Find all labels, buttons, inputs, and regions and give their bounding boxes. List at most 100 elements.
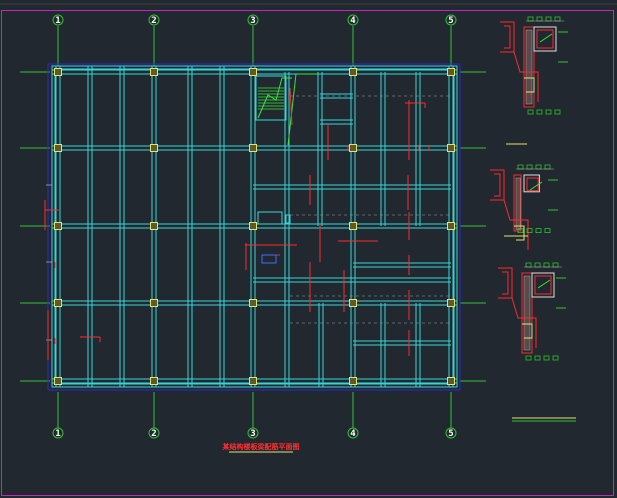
axis-bubble-icon: 5 bbox=[445, 14, 457, 26]
column-icon bbox=[54, 377, 62, 385]
detail-wall bbox=[521, 272, 533, 354]
column-icon bbox=[150, 68, 158, 76]
detail-beam-rebar bbox=[534, 275, 552, 295]
opening-box-small bbox=[285, 214, 291, 224]
column-icon bbox=[150, 144, 158, 152]
detail-dimension-tag bbox=[527, 109, 534, 115]
section-details bbox=[490, 16, 576, 422]
stair-break-line bbox=[257, 77, 292, 119]
detail-bent-bar bbox=[511, 297, 537, 348]
column-icon bbox=[249, 68, 257, 76]
axis-bubble-icon: 5 bbox=[445, 427, 457, 439]
section-detail-1 bbox=[500, 16, 568, 115]
stair-detail bbox=[255, 73, 318, 264]
column-icon bbox=[54, 68, 62, 76]
detail-beam-box bbox=[531, 272, 555, 298]
column-icon bbox=[150, 299, 158, 307]
section-detail-3 bbox=[498, 262, 566, 361]
opening-box bbox=[257, 211, 283, 225]
axis-bubble-circle bbox=[247, 427, 259, 439]
axis-bubble-circle bbox=[445, 427, 457, 439]
column-icon bbox=[54, 299, 62, 307]
detail-hook-left bbox=[500, 21, 515, 53]
column-icon bbox=[249, 222, 257, 230]
axis-bubble-label: 5 bbox=[448, 429, 453, 439]
columns bbox=[54, 68, 455, 385]
axis-bubble-label: 3 bbox=[250, 16, 255, 26]
detail-wall-hatch bbox=[525, 29, 533, 105]
detail-dimension-tag bbox=[536, 109, 543, 115]
axis-bubble-circle bbox=[148, 14, 160, 26]
axis-bubble-label: 3 bbox=[250, 429, 255, 439]
detail-beam-box bbox=[533, 26, 557, 52]
axis-bubble-circle bbox=[148, 427, 160, 439]
axis-bubble-circle bbox=[347, 427, 359, 439]
detail-wall-hatch bbox=[523, 275, 531, 351]
detail-wall bbox=[523, 26, 535, 108]
column-icon bbox=[447, 144, 455, 152]
axis-bubble-icon: 1 bbox=[52, 427, 64, 439]
rebar-marks bbox=[44, 100, 430, 360]
axis-bubble-label: 1 bbox=[55, 16, 60, 26]
column-icon bbox=[54, 222, 62, 230]
detail-dimension-tag bbox=[526, 228, 533, 234]
axis-bubble-icon: 3 bbox=[247, 14, 259, 26]
detail-dimension-tag bbox=[517, 228, 524, 234]
detail-bent-bar bbox=[503, 199, 529, 250]
detail-stirrup bbox=[514, 225, 525, 241]
axis-bubble-label: 1 bbox=[55, 429, 60, 439]
detail-wall-hatch bbox=[515, 177, 521, 231]
axis-bubble-label: 2 bbox=[151, 429, 156, 439]
axis-lines bbox=[20, 26, 486, 428]
blue-mark-box bbox=[261, 254, 277, 264]
axis-bubble-icon: 2 bbox=[148, 427, 160, 439]
detail-dimension-tag bbox=[543, 355, 550, 361]
detail-beam-rebar bbox=[536, 29, 554, 49]
column-icon bbox=[349, 222, 357, 230]
detail-dimension-tag bbox=[525, 355, 532, 361]
axis-bubble-circle bbox=[445, 14, 457, 26]
detail-dimension-tag bbox=[535, 228, 542, 234]
column-icon bbox=[150, 377, 158, 385]
axis-bubble-circle bbox=[347, 14, 359, 26]
stair-rebar bbox=[289, 87, 293, 126]
detail-dimension-tag bbox=[544, 228, 551, 234]
drawing-title-text: 某结构楼板梁配筋平面图 bbox=[222, 442, 300, 451]
axis-bubble-label: 5 bbox=[448, 16, 453, 26]
axis-bubble-icon: 4 bbox=[347, 14, 359, 26]
stair-box bbox=[255, 75, 287, 121]
axis-bubble-icon: 3 bbox=[247, 427, 259, 439]
plan-outline bbox=[47, 63, 461, 391]
section-detail-2 bbox=[490, 164, 558, 250]
detail-wall bbox=[513, 174, 522, 232]
column-icon bbox=[349, 144, 357, 152]
stair-rail-diagonal bbox=[287, 73, 297, 146]
detail-green-bar bbox=[529, 181, 543, 191]
axis-bubble-circle bbox=[52, 14, 64, 26]
axis-bubble-icon: 2 bbox=[148, 14, 160, 26]
column-icon bbox=[349, 377, 357, 385]
axis-bubble-label: 4 bbox=[350, 16, 356, 26]
axis-bubble-icon: 1 bbox=[52, 14, 64, 26]
detail-hook-left bbox=[498, 267, 513, 299]
column-icon bbox=[447, 68, 455, 76]
detail-dimension-tag bbox=[545, 109, 552, 115]
detail-dimension-tag bbox=[552, 355, 559, 361]
column-icon bbox=[349, 299, 357, 307]
column-icon bbox=[249, 144, 257, 152]
detail-stirrup bbox=[522, 323, 533, 339]
detail-dimension-tag bbox=[534, 355, 541, 361]
detail-hook-left bbox=[490, 169, 505, 201]
detail-green-bar bbox=[537, 279, 551, 289]
column-icon bbox=[447, 377, 455, 385]
column-icon bbox=[349, 68, 357, 76]
axis-bubble-icon: 4 bbox=[347, 427, 359, 439]
axis-bubbles: 1 1 2 2 3 3 4 4 5 5 bbox=[52, 14, 457, 439]
column-icon bbox=[54, 144, 62, 152]
detail-hook-inner bbox=[504, 25, 511, 49]
detail-green-bar bbox=[539, 33, 553, 43]
column-icon bbox=[150, 222, 158, 230]
column-icon bbox=[447, 299, 455, 307]
